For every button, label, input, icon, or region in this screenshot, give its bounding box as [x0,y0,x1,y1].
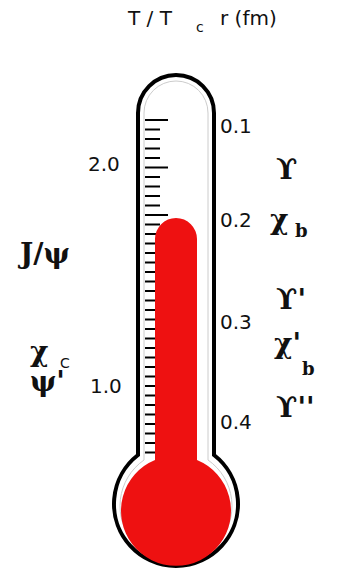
axis-label: T / T [128,8,172,28]
temperature-tick: 1.0 [90,376,122,396]
state-subscript: b [295,222,308,240]
tick [145,138,160,140]
tick [145,119,168,121]
state-label: J/ψ [20,240,70,268]
radius-tick: 0.2 [220,210,252,230]
tick [145,214,168,216]
temperature-tick: 2.0 [88,154,120,174]
tick [145,205,160,207]
state-label: χ' [274,330,301,358]
tick [145,157,160,159]
axis-subscript: c [196,20,204,34]
radius-tick: 0.4 [220,412,252,432]
mercury-column [121,218,231,566]
state-subscript: b [302,360,315,378]
state-label: χ [270,206,288,234]
tick [145,224,160,226]
state-label: χ [30,338,48,366]
state-label: ϒ'' [276,394,315,422]
tick [145,129,160,131]
thermometer-outline [114,75,238,566]
radius-tick: 0.3 [220,312,252,332]
radius-tick: 0.1 [220,116,252,136]
state-label: ϒ [276,156,297,184]
tick [145,195,160,197]
tick [145,186,160,188]
tick [145,167,168,169]
tick [145,148,160,150]
tick [145,176,160,178]
state-label: ψ' [30,368,65,396]
state-label: ϒ' [276,286,306,314]
axis-label: r (fm) [220,8,277,28]
